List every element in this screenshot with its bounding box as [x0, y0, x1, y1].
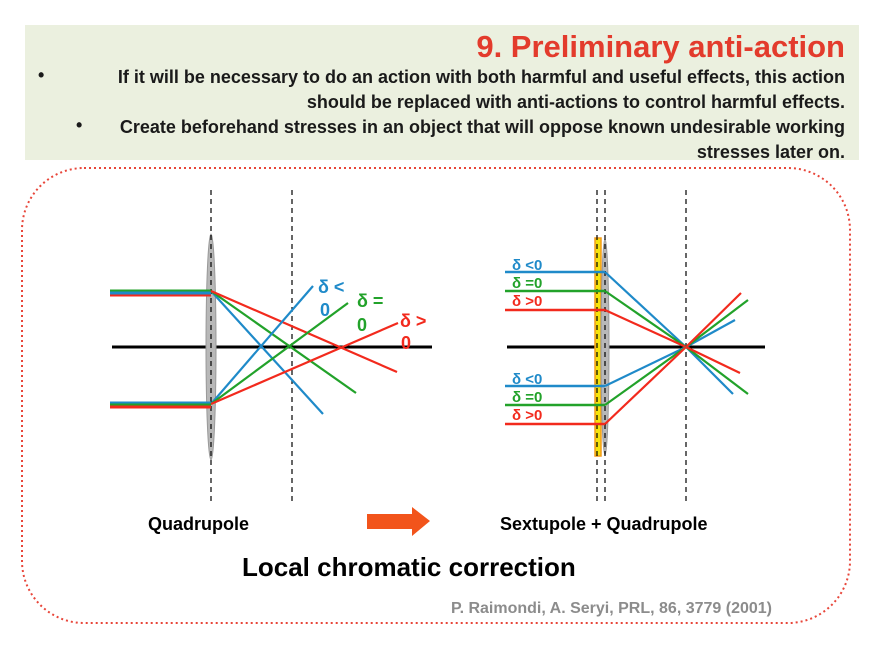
diagram-frame	[21, 167, 851, 624]
upper-delta-label-red: δ >0	[512, 293, 542, 310]
lower-blue-out	[210, 285, 314, 405]
slide-title: 9. Preliminary anti-action	[476, 29, 845, 64]
delta-label-green-top: δ =	[357, 291, 383, 311]
delta-label-blue-bottom: 0	[320, 300, 330, 320]
reference-citation: P. Raimondi, A. Seryi, PRL, 86, 3779 (20…	[451, 600, 772, 617]
upper-red-out	[604, 308, 687, 349]
upper-delta-label-green: δ =0	[512, 275, 542, 292]
beyond-red-down	[685, 346, 741, 374]
delta-label-red-top: δ >	[400, 311, 426, 331]
local-chromatic-correction-title: Local chromatic correction	[242, 552, 576, 582]
upper-blue-out	[210, 290, 324, 415]
lower-red-out	[210, 321, 399, 406]
delta-label-green-bottom: 0	[357, 315, 367, 335]
beyond-blue-down	[685, 346, 734, 395]
beyond-blue-up	[685, 319, 736, 348]
upper-red-out	[210, 289, 398, 374]
bullet-dot: •	[38, 65, 45, 85]
sextupole-quadrupole-panel: δ <0 δ =0 δ >0 δ <0 δ =0 δ >0 Sextupole …	[500, 190, 765, 534]
upper-delta-label-blue: δ <0	[512, 257, 542, 274]
quadrupole-caption: Quadrupole	[148, 514, 249, 534]
bullet-dot: •	[76, 115, 83, 135]
delta-label-blue-top: δ <	[318, 277, 344, 297]
lower-red-out	[604, 346, 687, 425]
lower-delta-label-blue: δ <0	[512, 371, 542, 388]
right-arrow	[367, 507, 430, 536]
beyond-green-up	[685, 299, 749, 348]
lower-green-out	[210, 302, 349, 405]
delta-label-red-bottom: 0	[401, 333, 411, 353]
sextupole-quadrupole-caption: Sextupole + Quadrupole	[500, 514, 708, 534]
upper-blue-out	[604, 271, 687, 348]
bullet-item: If it will be necessary to do an action …	[117, 67, 845, 112]
lower-delta-label-green: δ =0	[512, 389, 542, 406]
quadrupole-panel: δ < 0 δ = 0 δ > 0 Quadrupole	[110, 190, 432, 534]
bullet-item: Create beforehand stresses in an object …	[119, 117, 845, 162]
upper-green-out	[604, 290, 687, 348]
upper-green-out	[210, 290, 357, 394]
beyond-green-down	[685, 346, 749, 395]
beyond-red-up	[685, 292, 742, 348]
lower-delta-label-red: δ >0	[512, 407, 542, 424]
lower-blue-out	[604, 346, 687, 387]
lower-green-out	[604, 346, 687, 406]
header-box: 9. Preliminary anti-action • If it will …	[25, 25, 859, 162]
